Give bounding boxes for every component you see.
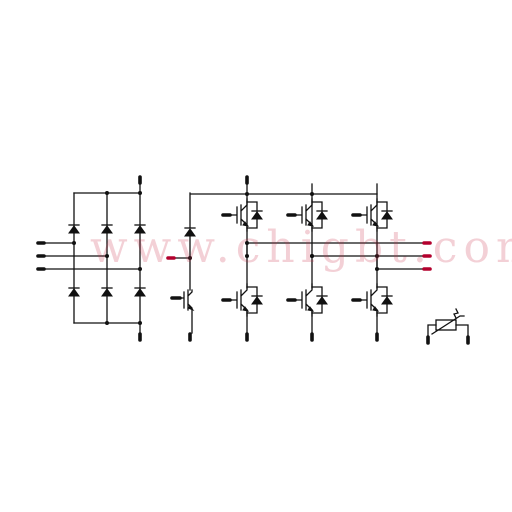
brake-diode bbox=[184, 227, 196, 259]
igbt-v-low bbox=[295, 283, 328, 317]
diode-2 bbox=[101, 224, 113, 234]
ntc-thermistor bbox=[426, 308, 470, 345]
igbt-u-low bbox=[230, 283, 263, 317]
diode-4 bbox=[68, 287, 80, 297]
junction-top-u bbox=[245, 192, 249, 196]
diode-6 bbox=[134, 287, 146, 297]
rectifier-bridge bbox=[36, 175, 146, 342]
igbt-w-high bbox=[360, 198, 393, 232]
brake-igbt bbox=[179, 289, 195, 334]
igbt-u-high bbox=[230, 198, 263, 232]
igbt-v-high bbox=[295, 198, 328, 232]
diode-1 bbox=[68, 224, 80, 234]
brake-chopper bbox=[166, 192, 378, 342]
mid-links bbox=[246, 242, 378, 270]
diode-3 bbox=[134, 224, 146, 234]
junction-top-v bbox=[310, 192, 314, 196]
inverter-bridge bbox=[221, 175, 432, 342]
igbt-w-low bbox=[360, 283, 393, 317]
diode-5 bbox=[101, 287, 113, 297]
